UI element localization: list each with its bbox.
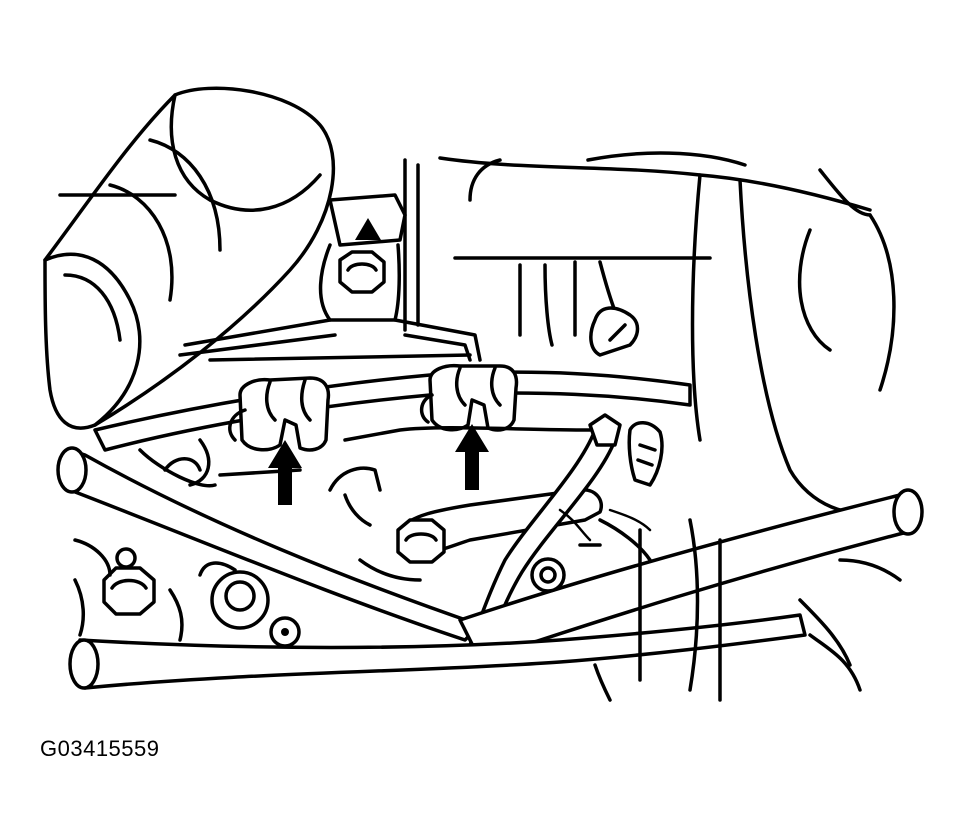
sensor-connector [589, 306, 640, 357]
bottom-hose [68, 613, 807, 690]
lower-hose-diagonal [56, 446, 482, 642]
small-fitting [269, 616, 301, 648]
figure-code: G03415559 [40, 736, 160, 761]
lower-frame-lines [73, 508, 902, 702]
right-fitting [530, 557, 566, 593]
left-bolt [102, 547, 156, 616]
tube-clip-left [228, 376, 331, 452]
arm-bolt [396, 518, 446, 564]
lower-housing [138, 426, 592, 527]
bracket-bolt [338, 250, 386, 294]
round-boss [210, 570, 270, 630]
right-hose [458, 488, 924, 662]
right-arrow-icon [455, 424, 489, 490]
engine-background [403, 151, 896, 515]
cylinder-component [43, 86, 336, 430]
mounting-bracket [178, 193, 482, 362]
tube-clip-right [419, 363, 519, 432]
